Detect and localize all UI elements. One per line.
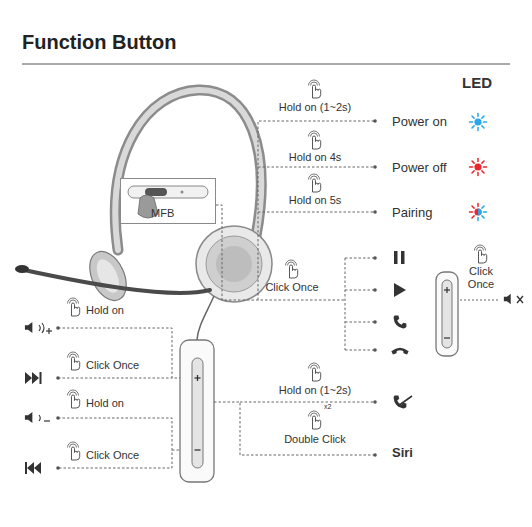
inline-remote <box>180 340 214 482</box>
action-label: Hold on 5s <box>289 194 342 207</box>
headset <box>15 90 272 340</box>
action-label: Hold on (1~2s) <box>279 101 351 114</box>
repeat-count: x2 <box>324 403 331 411</box>
title-rule <box>22 64 510 65</box>
function-label: Power on <box>392 114 447 130</box>
action-label: Double Click <box>284 433 346 446</box>
action-label: Hold on 4s <box>289 151 342 164</box>
action-label: Click Once <box>462 265 500 291</box>
leader-dots <box>56 119 377 470</box>
action-icons <box>25 251 412 474</box>
function-label: Power off <box>392 160 447 176</box>
button-name: MFB <box>151 207 174 219</box>
leader-lines <box>58 121 375 468</box>
action-label: Hold on <box>86 397 124 410</box>
action-label: Click Once <box>86 449 139 462</box>
action-label: Click Once <box>86 359 139 372</box>
page-title: Function Button <box>22 30 176 54</box>
led-icons <box>470 114 487 221</box>
action-label: Hold on <box>86 304 124 317</box>
led-heading: LED <box>462 74 492 92</box>
callout-box: MFB <box>120 178 216 224</box>
press-icons <box>68 80 487 460</box>
function-label: Siri <box>392 445 413 461</box>
mfb-inset <box>120 178 216 224</box>
function-label: Pairing <box>392 205 432 221</box>
action-label: Hold on (1~2s) <box>279 384 351 397</box>
action-label: Click Once <box>265 281 318 294</box>
